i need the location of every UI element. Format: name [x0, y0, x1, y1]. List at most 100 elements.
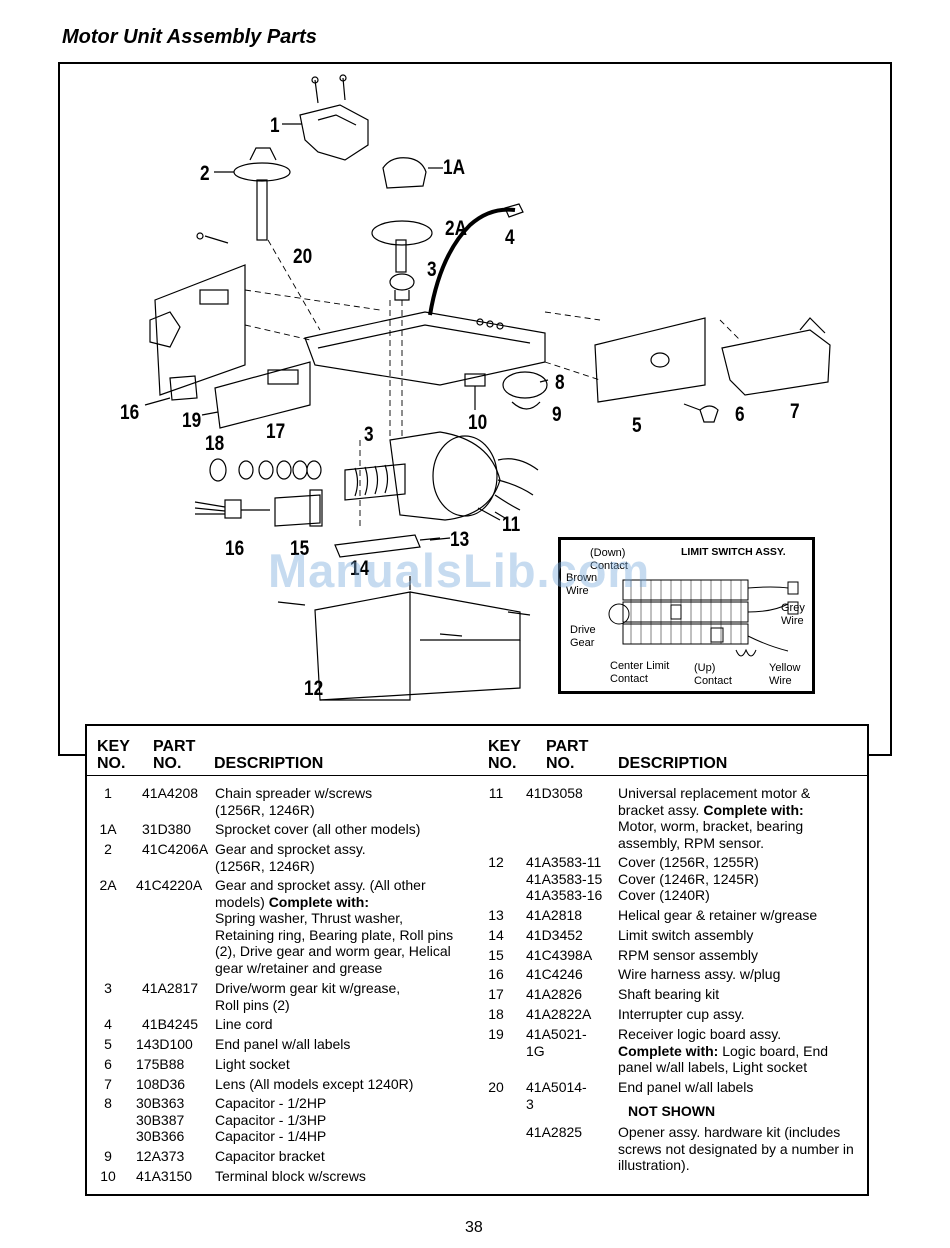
chain-spreader — [299, 104, 369, 161]
label-grey-wire: Grey Wire — [781, 602, 805, 627]
parts-table: KEY NO. PART NO. DESCRIPTION KEY NO. PAR… — [85, 724, 869, 1196]
key-no: 15 — [488, 947, 504, 963]
callout-5: 5 — [632, 414, 642, 437]
description: Opener assy. hardware kit (includes scre… — [618, 1124, 854, 1174]
key-no: 2A — [99, 877, 117, 893]
key-no: 6 — [104, 1056, 112, 1072]
part-no: 41A5014-3 — [526, 1079, 587, 1112]
line-cord — [428, 207, 516, 316]
sprocket-cover — [382, 157, 427, 189]
not-shown-heading: NOT SHOWN — [628, 1103, 716, 1119]
limit-switch-inset: LIMIT SWITCH ASSY. (Down) Contact Brown … — [558, 537, 815, 694]
part-no: 41A2817 — [142, 980, 199, 996]
part-no: 41A2818 — [526, 907, 583, 923]
description: Helical gear & retainer w/grease — [618, 907, 818, 923]
key-no: 10 — [100, 1168, 116, 1184]
description: Shaft bearing kit — [618, 986, 720, 1002]
part-no: 41A3150 — [136, 1168, 193, 1184]
header-key-no-right: KEY NO. — [488, 738, 521, 772]
limit-switch — [334, 534, 421, 558]
description: Lens (All models except 1240R) — [215, 1076, 414, 1092]
description-text: Gear and sprocket assy. (All other model… — [215, 877, 426, 910]
part-no: 175B88 — [136, 1056, 185, 1072]
callout-7: 7 — [790, 400, 800, 423]
part-no: 41D3058 — [526, 785, 583, 801]
callout-14: 14 — [350, 557, 370, 580]
callout-2a: 2A — [445, 217, 468, 240]
key-no: 4 — [104, 1016, 112, 1032]
callout-17: 17 — [266, 420, 286, 443]
part-no: 12A373 — [136, 1148, 185, 1164]
part-no: 41A2822A — [526, 1006, 592, 1022]
key-no: 1 — [104, 785, 112, 801]
description: Capacitor bracket — [215, 1148, 325, 1164]
key-no: 5 — [104, 1036, 112, 1052]
part-no: 143D100 — [136, 1036, 193, 1052]
lens — [721, 329, 831, 396]
part-no: 108D36 — [136, 1076, 186, 1092]
key-no: 2 — [104, 841, 112, 857]
inset-title: LIMIT SWITCH ASSY. — [681, 546, 786, 558]
part-no: 41D3452 — [526, 927, 583, 943]
callout-3-bottom: 3 — [364, 423, 374, 446]
exploded-parts-illustration — [144, 74, 831, 701]
description-contents: Logic board, End panel w/all labels, Lig… — [618, 1042, 829, 1076]
part-no: 41A2826 — [526, 986, 583, 1002]
description: Universal replacement motor & bracket as… — [618, 785, 843, 851]
callout-4: 4 — [505, 226, 515, 249]
chassis — [304, 311, 546, 386]
callout-2: 2 — [200, 162, 210, 185]
description-text: Receiver logic board assy. — [618, 1026, 782, 1042]
page-title: Motor Unit Assembly Parts — [62, 26, 317, 48]
complete-with-label: Complete with: — [268, 893, 370, 910]
label-down-contact: (Down) Contact — [590, 547, 628, 572]
label-up-contact: (Up) Contact — [694, 662, 732, 687]
cover — [314, 591, 411, 701]
description: Terminal block w/screws — [215, 1168, 366, 1184]
watermark: ManualsLib.com — [268, 544, 651, 597]
description: Gear and sprocket assy. (1256R, 1246R) — [215, 841, 366, 874]
limit-switch-drawing — [608, 579, 799, 657]
callout-3-top: 3 — [427, 258, 437, 281]
callout-13: 13 — [450, 528, 470, 551]
part-no: 41C4246 — [526, 966, 583, 982]
key-no: 7 — [104, 1076, 112, 1092]
key-no: 17 — [488, 986, 504, 1002]
part-no: 41C4220A — [136, 877, 203, 893]
key-no: 14 — [488, 927, 504, 943]
key-no: 12 — [488, 854, 504, 870]
part-no: 41B4245 — [142, 1016, 199, 1032]
callout-1: 1 — [270, 114, 280, 137]
header-part-no-left: PART NO. — [153, 738, 196, 772]
part-no: 41A5021-1G — [526, 1026, 587, 1059]
description: Receiver logic board assy.Complete with:… — [618, 1026, 858, 1076]
header-description-left: DESCRIPTION — [214, 755, 324, 772]
callout-11: 11 — [502, 513, 521, 536]
description-text: Universal replacement motor & bracket as… — [618, 785, 811, 818]
label-center-limit-contact: Center Limit Contact — [610, 660, 670, 685]
description: Capacitor - 1/2HP Capacitor - 1/3HP Capa… — [215, 1095, 327, 1145]
part-no: 30B363 30B387 30B366 — [136, 1095, 185, 1145]
description: End panel w/all labels — [618, 1079, 754, 1095]
key-no: 19 — [488, 1026, 504, 1042]
label-yellow-wire: Yellow Wire — [769, 662, 801, 687]
description: Interrupter cup assy. — [618, 1006, 745, 1022]
page-number: 38 — [465, 1219, 483, 1236]
key-no: 1A — [99, 821, 117, 837]
description-contents: Spring washer, Thrust washer, Retaining … — [215, 910, 454, 976]
part-no: 41A4208 — [142, 785, 199, 801]
description: Gear and sprocket assy. (All other model… — [215, 877, 455, 977]
key-no: 18 — [488, 1006, 504, 1022]
key-no: 13 — [488, 907, 504, 923]
description: Light socket — [215, 1056, 290, 1072]
callout-15: 15 — [290, 537, 310, 560]
description: Wire harness assy. w/plug — [618, 966, 781, 982]
capacitor — [502, 371, 548, 399]
description: End panel w/all labels — [215, 1036, 351, 1052]
key-no: 3 — [104, 980, 112, 996]
description: Limit switch assembly — [618, 927, 754, 943]
callout-10: 10 — [468, 411, 488, 434]
header-description-right: DESCRIPTION — [618, 755, 728, 772]
description: Drive/worm gear kit w/grease, Roll pins … — [215, 980, 401, 1013]
part-no: 31D380 — [142, 821, 192, 837]
